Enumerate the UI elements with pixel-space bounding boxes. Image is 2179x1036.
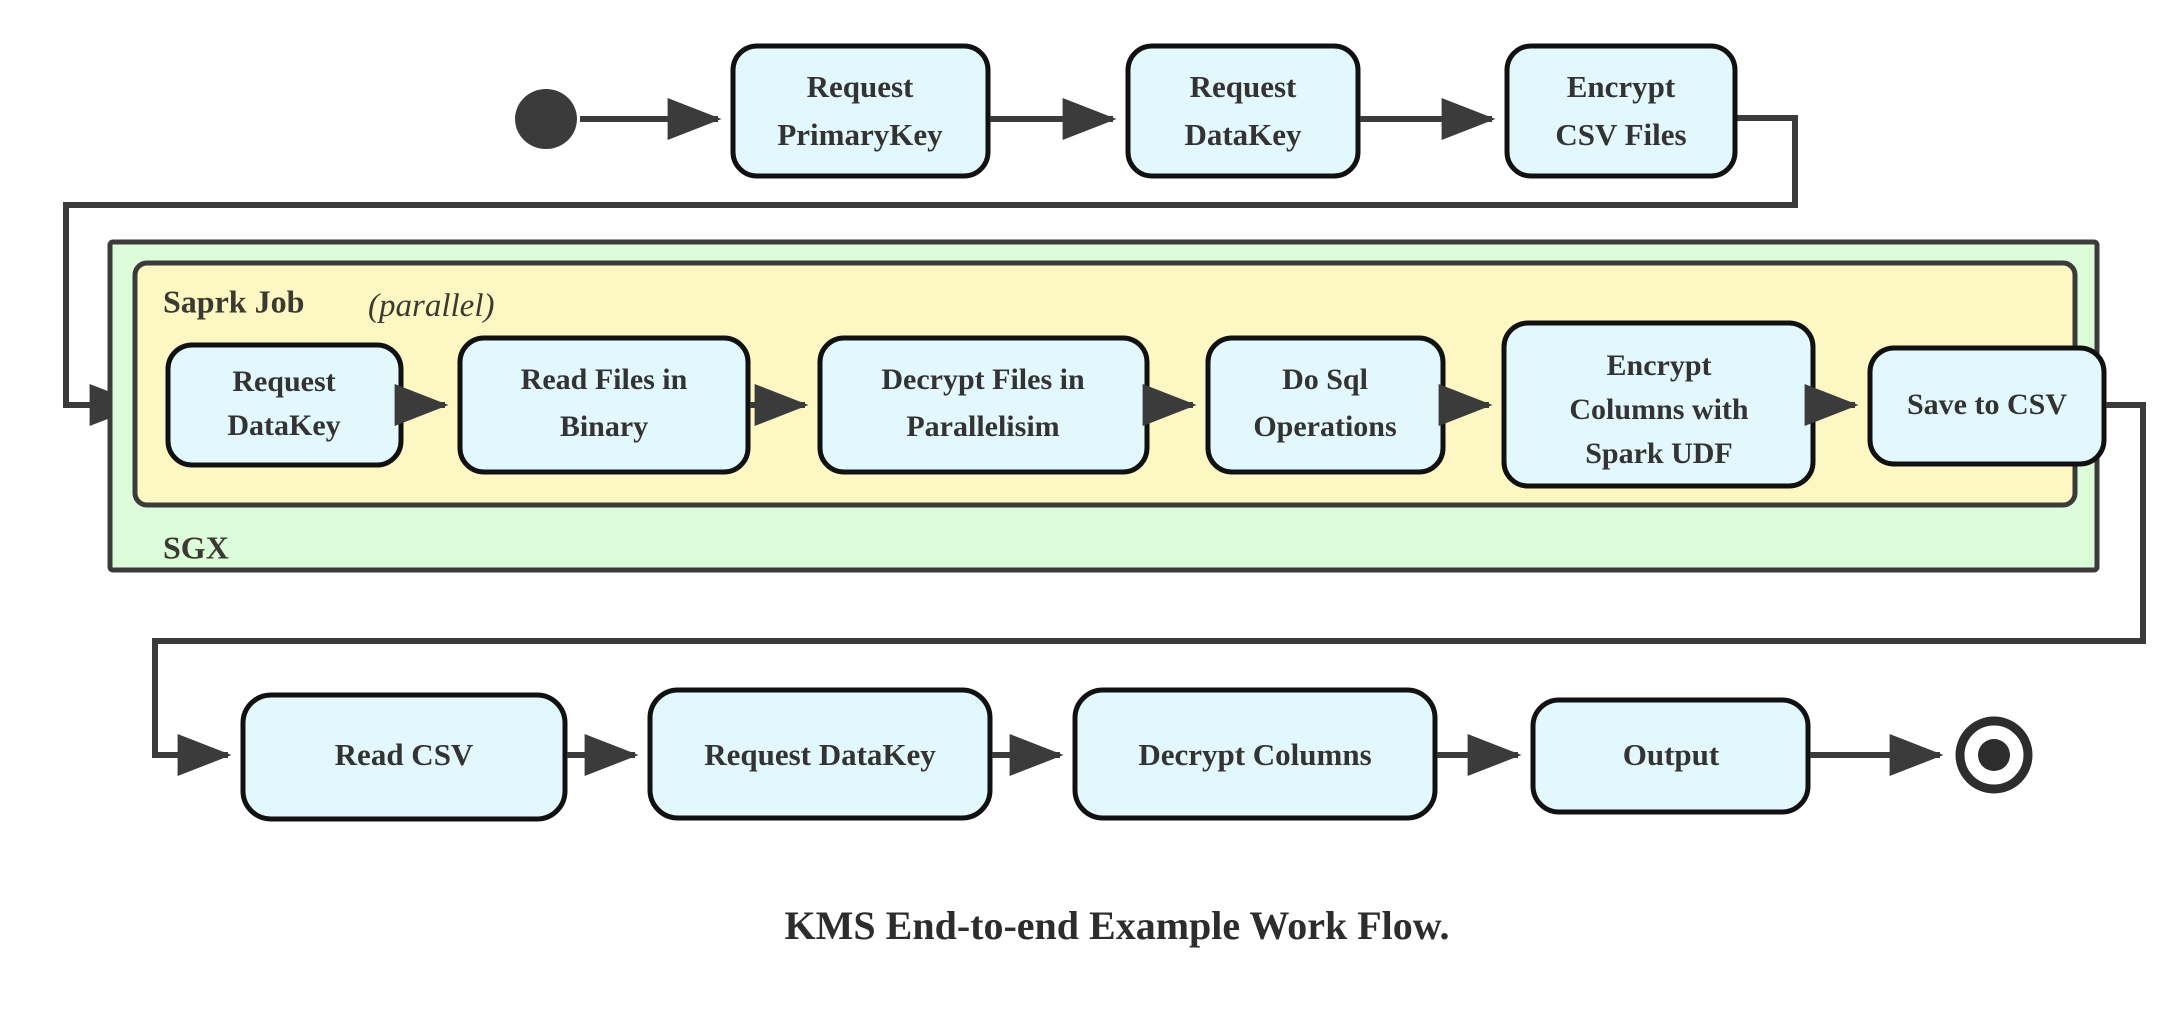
node-request-primarykey[interactable]: Request PrimaryKey bbox=[730, 43, 991, 179]
node-request-primarykey-line-0: Request bbox=[807, 69, 914, 104]
node-read-csv[interactable]: Read CSV bbox=[240, 692, 568, 822]
node-request-datakey-spark[interactable]: Request DataKey bbox=[165, 342, 404, 468]
node-output-line-0: Output bbox=[1623, 737, 1720, 772]
node-request-datakey-bottom-line-0: Request DataKey bbox=[704, 737, 936, 772]
node-request-datakey-spark-line-0: Request bbox=[232, 365, 335, 398]
node-decrypt-files-in-parallelisim[interactable]: Decrypt Files in Parallelisim bbox=[817, 335, 1150, 475]
end-node bbox=[1955, 716, 2033, 794]
edge-save-to-csv-to-read-csv bbox=[152, 402, 2146, 776]
node-decrypt-files-line-0: Decrypt Files in bbox=[881, 363, 1085, 396]
node-decrypt-files-line-1: Parallelisim bbox=[906, 410, 1059, 443]
node-read-files-in-binary-line-0: Read Files in bbox=[521, 363, 688, 396]
node-request-datakey-top[interactable]: Request DataKey bbox=[1125, 43, 1361, 179]
node-read-files-in-binary[interactable]: Read Files in Binary bbox=[457, 335, 751, 475]
spark-job-container-label: Saprk Job bbox=[163, 283, 304, 319]
node-output[interactable]: Output bbox=[1530, 697, 1811, 815]
node-encrypt-columns-line-0: Encrypt bbox=[1607, 349, 1712, 382]
node-encrypt-columns-line-1: Columns with bbox=[1569, 393, 1749, 426]
node-do-sql-line-0: Do Sql bbox=[1282, 363, 1368, 396]
node-request-datakey-bottom[interactable]: Request DataKey bbox=[647, 687, 993, 821]
node-encrypt-csv-files-line-0: Encrypt bbox=[1567, 69, 1676, 104]
diagram-caption: KMS End-to-end Example Work Flow. bbox=[785, 903, 1450, 948]
node-save-to-csv[interactable]: Save to CSV bbox=[1867, 345, 2107, 467]
spark-job-container-modifier: (parallel) bbox=[368, 288, 494, 324]
node-encrypt-columns-line-2: Spark UDF bbox=[1585, 437, 1733, 470]
node-encrypt-csv-files[interactable]: Encrypt CSV Files bbox=[1504, 43, 1738, 179]
node-do-sql-operations[interactable]: Do Sql Operations bbox=[1205, 335, 1446, 475]
node-do-sql-line-1: Operations bbox=[1253, 410, 1396, 443]
node-request-datakey-top-line-1: DataKey bbox=[1184, 117, 1302, 152]
node-save-to-csv-line-0: Save to CSV bbox=[1907, 388, 2067, 421]
node-decrypt-columns[interactable]: Decrypt Columns bbox=[1072, 687, 1438, 821]
node-request-datakey-top-line-0: Request bbox=[1190, 69, 1297, 104]
edge-encrypt-csv-to-spark-datakey bbox=[63, 115, 1798, 426]
sgx-container-label: SGX bbox=[163, 529, 229, 565]
node-encrypt-csv-files-line-1: CSV Files bbox=[1555, 117, 1686, 152]
node-read-files-in-binary-line-1: Binary bbox=[560, 410, 648, 443]
node-decrypt-columns-line-0: Decrypt Columns bbox=[1138, 737, 1371, 772]
node-encrypt-columns-with-spark-udf[interactable]: Encrypt Columns with Spark UDF bbox=[1501, 320, 1816, 489]
node-read-csv-line-0: Read CSV bbox=[335, 737, 474, 772]
start-node bbox=[515, 89, 577, 149]
node-request-datakey-spark-line-1: DataKey bbox=[227, 409, 340, 442]
node-request-primarykey-line-1: PrimaryKey bbox=[777, 117, 943, 152]
